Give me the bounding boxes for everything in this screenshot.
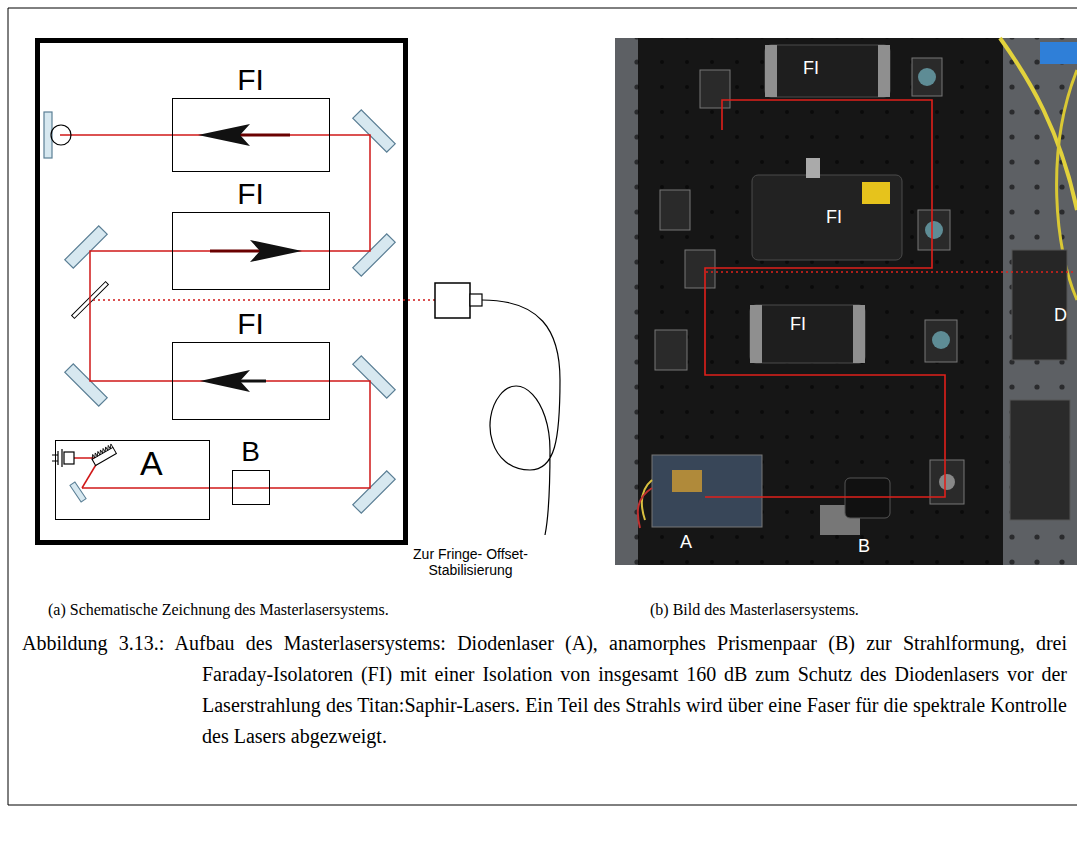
isolator-arrow-shaft — [240, 134, 290, 137]
mirror-face — [932, 331, 950, 349]
laser-beam — [270, 381, 370, 488]
laser-beam — [210, 487, 232, 489]
mirror-mount — [1012, 250, 1067, 360]
fiber-note: Zur Fringe- Offset- Stabilisierung — [408, 546, 533, 578]
isolator-cap — [878, 45, 890, 97]
isolator-photo — [750, 305, 865, 363]
frame-line — [8, 805, 1077, 806]
mirror — [353, 234, 395, 276]
isolator-photo — [765, 45, 890, 97]
diode-part — [672, 470, 702, 492]
optical-table — [615, 38, 1077, 565]
wire — [638, 488, 652, 528]
photo-callout: FI — [803, 58, 819, 80]
grating-teeth — [90, 444, 113, 459]
mirror-mount — [918, 210, 950, 250]
warning-sticker — [862, 182, 890, 204]
laser-beam — [82, 487, 210, 489]
isolator-knob — [806, 158, 820, 178]
mirror-face — [925, 221, 943, 239]
mirror — [353, 471, 395, 513]
laser-beam — [90, 251, 172, 381]
mirror — [353, 356, 395, 398]
isolator-label: FI — [237, 63, 264, 96]
mirror — [65, 226, 107, 268]
mirror — [353, 110, 395, 152]
isolator-arrow-shaft — [240, 380, 266, 383]
laser-label: A — [140, 445, 163, 482]
photo-callout: D — [1054, 305, 1067, 327]
mount-knob — [939, 474, 955, 490]
isolator-arrow — [198, 124, 250, 146]
mirror-mount — [660, 190, 690, 230]
isolator-cap — [750, 305, 762, 363]
diode-symbol — [57, 451, 58, 465]
prism-mount — [845, 478, 890, 518]
breadboard — [638, 38, 1003, 565]
photo-callout: FI — [790, 314, 806, 336]
frame-line — [8, 8, 9, 805]
isolator-arrow — [200, 370, 250, 392]
mirror-mount — [685, 250, 715, 288]
mirror-mount — [912, 58, 942, 96]
isolator-box: FI — [172, 342, 330, 420]
fiber-coupler — [435, 283, 470, 318]
mirror-mount — [655, 330, 687, 370]
wire — [642, 480, 652, 520]
mirror-mount — [1010, 400, 1070, 520]
isolator-cap — [853, 305, 865, 363]
frame-line — [8, 8, 1077, 9]
isolator-photo — [752, 175, 902, 260]
subfigure-caption: (b) Bild des Masterlasersystems. — [650, 600, 859, 619]
diode-laser-photo — [652, 455, 762, 527]
mirror-mount — [700, 70, 730, 108]
diode-symbol — [64, 452, 74, 464]
mirror — [70, 482, 86, 502]
mirror-face — [918, 68, 936, 86]
photo-callout: B — [858, 536, 870, 558]
pickoff-beam — [93, 299, 435, 300]
prism-box: B — [232, 470, 270, 505]
laser-beam — [232, 487, 270, 489]
photo-callout: FI — [826, 207, 842, 229]
photo-callout: A — [680, 532, 692, 554]
isolator-arrow-shaft — [210, 250, 260, 253]
mirror — [65, 364, 107, 406]
schematic-frame — [38, 41, 406, 543]
yellow-fiber — [1000, 38, 1077, 210]
fiber-port — [51, 125, 71, 145]
isolator-cap — [765, 45, 777, 97]
isolator-label: FI — [237, 177, 264, 210]
laser-beam — [60, 134, 330, 136]
subfigure-caption: (a) Schematische Zeichnung des Masterlas… — [48, 600, 389, 619]
laser-beam — [172, 380, 330, 382]
figure-caption: Abbildung 3.13.: Aufbau des Masterlasers… — [22, 628, 1067, 752]
fiber-cable — [482, 300, 560, 535]
laser-box: A — [55, 440, 210, 520]
prism-label: B — [241, 437, 260, 468]
diode-symbol — [61, 449, 62, 467]
fiber-connector — [470, 294, 482, 306]
isolator-label: FI — [237, 307, 264, 340]
laser-beam — [172, 250, 330, 252]
isolator-arrow — [250, 240, 302, 262]
isolator-box: FI — [172, 212, 330, 290]
mirror-mount — [925, 320, 957, 362]
isolator-box: FI — [172, 98, 330, 172]
photo-beam — [705, 100, 945, 497]
laser-beam — [330, 135, 370, 251]
photo-pickoff-beam — [706, 271, 1075, 272]
blue-tape — [1040, 42, 1077, 64]
